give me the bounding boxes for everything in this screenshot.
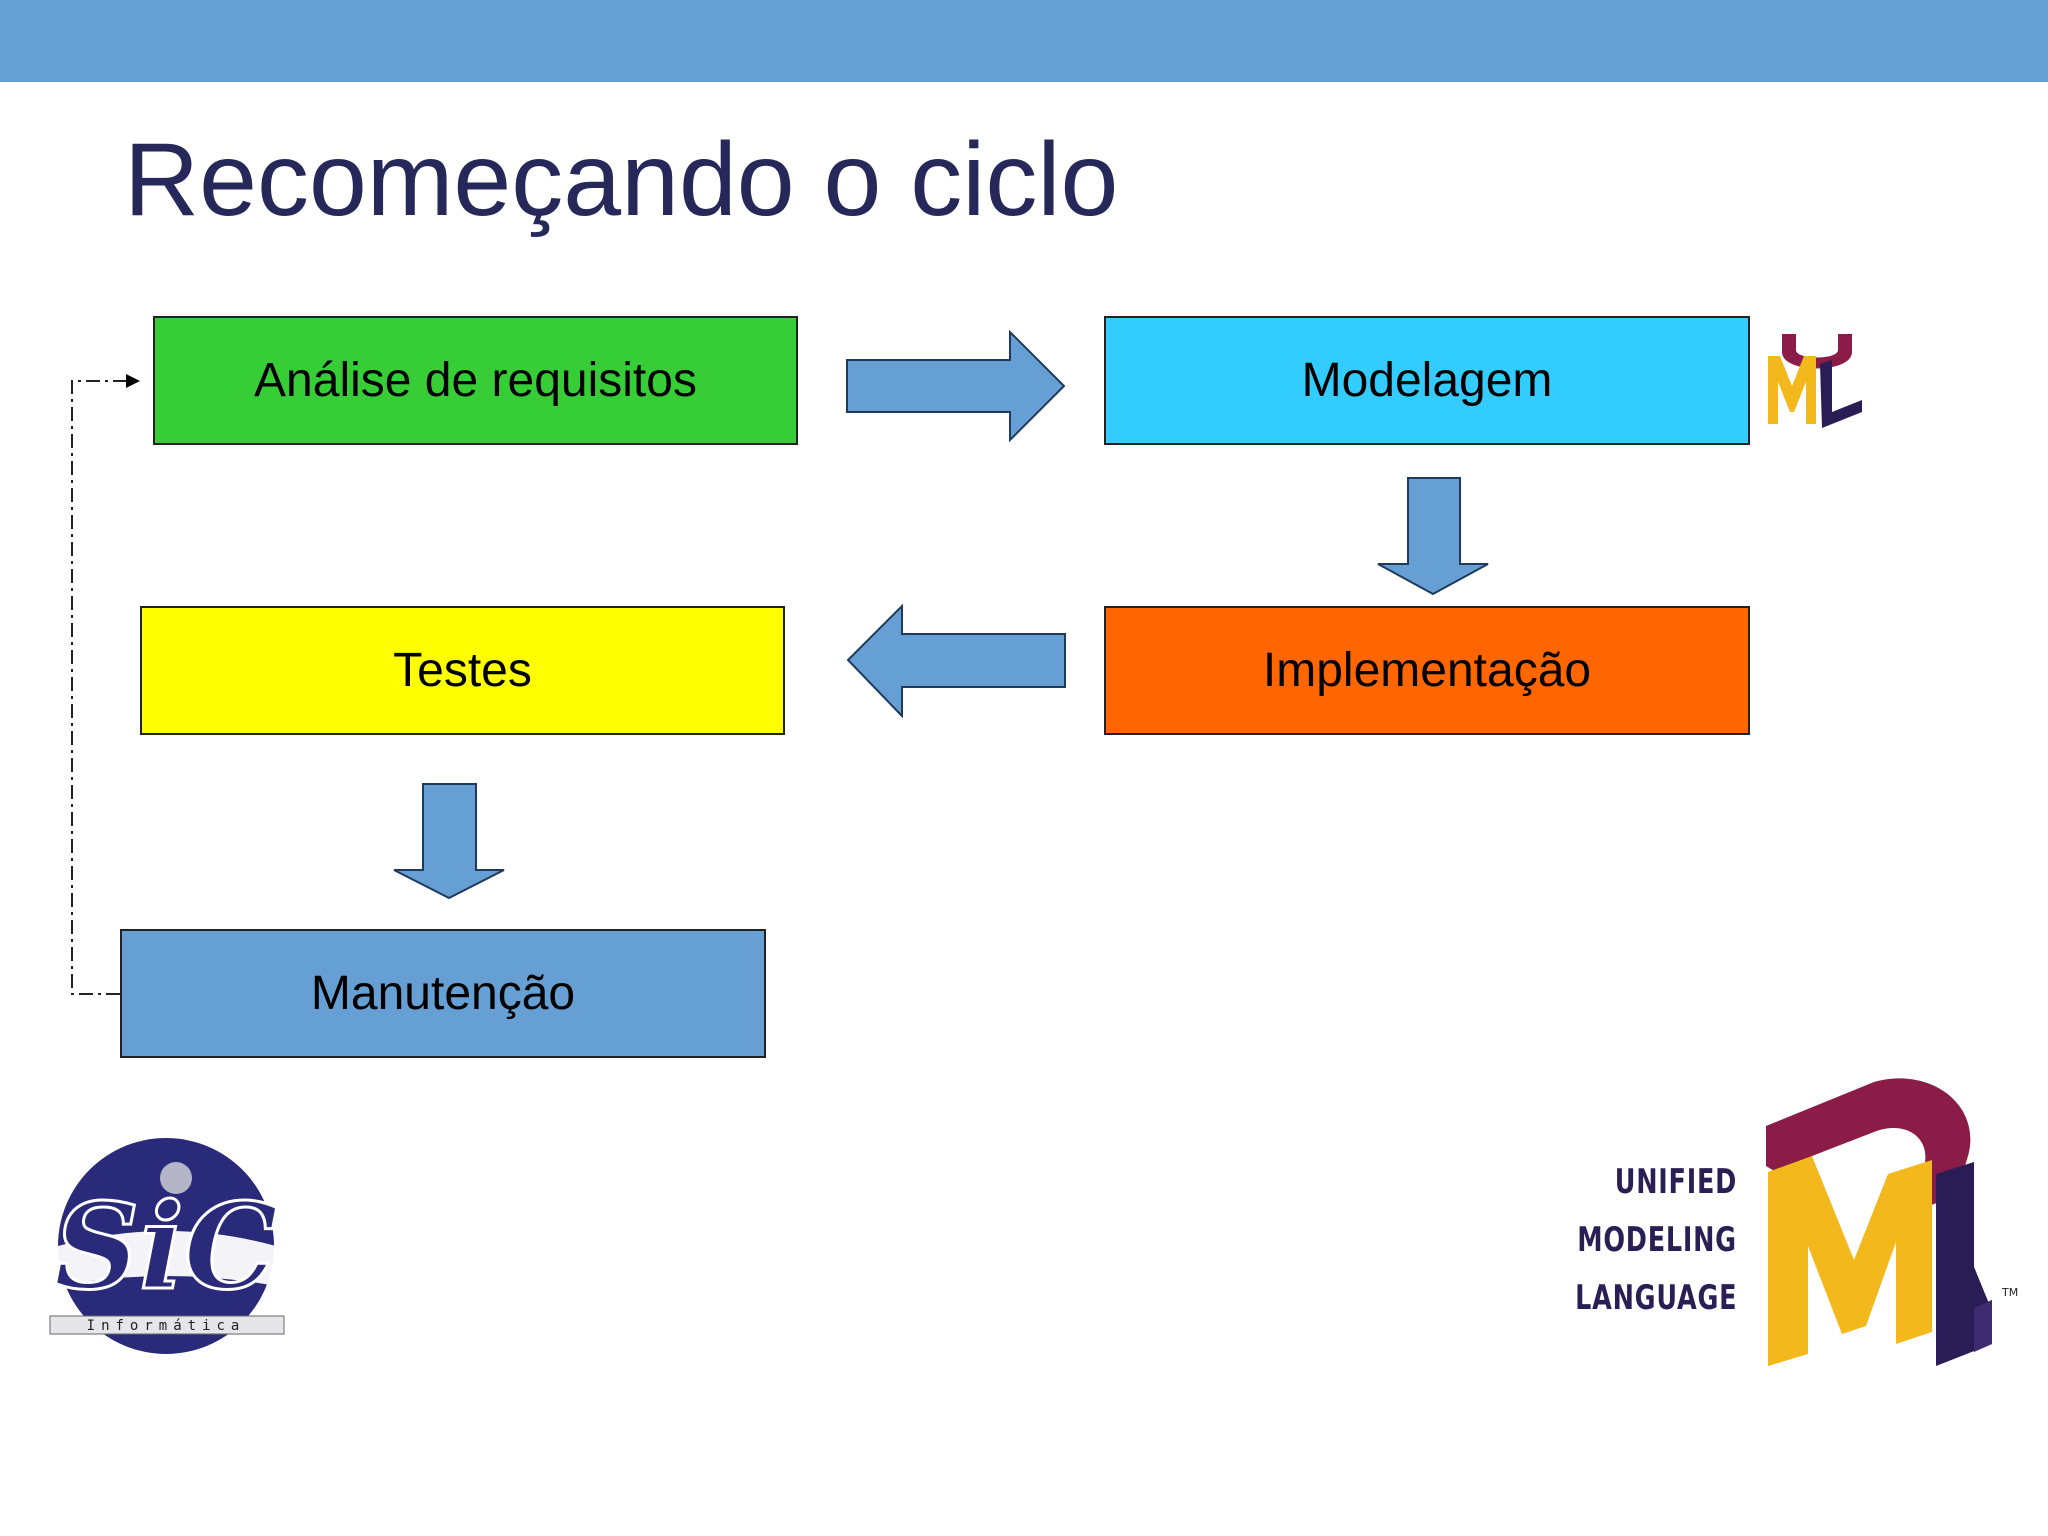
loop-back-arrowhead xyxy=(126,374,140,388)
uml-tm: TM xyxy=(2002,1286,2019,1299)
box-implementacao: Implementação xyxy=(1104,606,1750,735)
uml-logo-small xyxy=(1768,334,1862,428)
uml-logo: UNIFIED MODELING LANGUAGE TM xyxy=(1575,1076,2032,1376)
uml-mark-icon xyxy=(1766,1078,1992,1366)
box-analise-de-requisitos: Análise de requisitos xyxy=(153,316,798,445)
arrow-right xyxy=(846,329,1066,443)
loop-back-dashed-line xyxy=(71,380,128,995)
box-modelagem: Modelagem xyxy=(1104,316,1750,445)
uml-text-unified: UNIFIED xyxy=(1614,1162,1737,1202)
svg-text:SiC: SiC xyxy=(54,1177,278,1316)
top-bar xyxy=(0,0,2048,82)
arrow-left xyxy=(846,603,1066,719)
slide-title: Recomeçando o ciclo xyxy=(124,122,1119,238)
arrow-down-testes xyxy=(393,783,505,900)
uml-text-language: LANGUAGE xyxy=(1574,1278,1737,1318)
sic-logo: SiC Informática xyxy=(49,1138,285,1354)
uml-text-modeling: MODELING xyxy=(1577,1220,1737,1260)
box-manutencao: Manutenção xyxy=(120,929,766,1058)
arrow-down-modelagem xyxy=(1377,477,1489,596)
box-testes: Testes xyxy=(140,606,785,735)
svg-text:Informática: Informática xyxy=(87,1318,246,1334)
